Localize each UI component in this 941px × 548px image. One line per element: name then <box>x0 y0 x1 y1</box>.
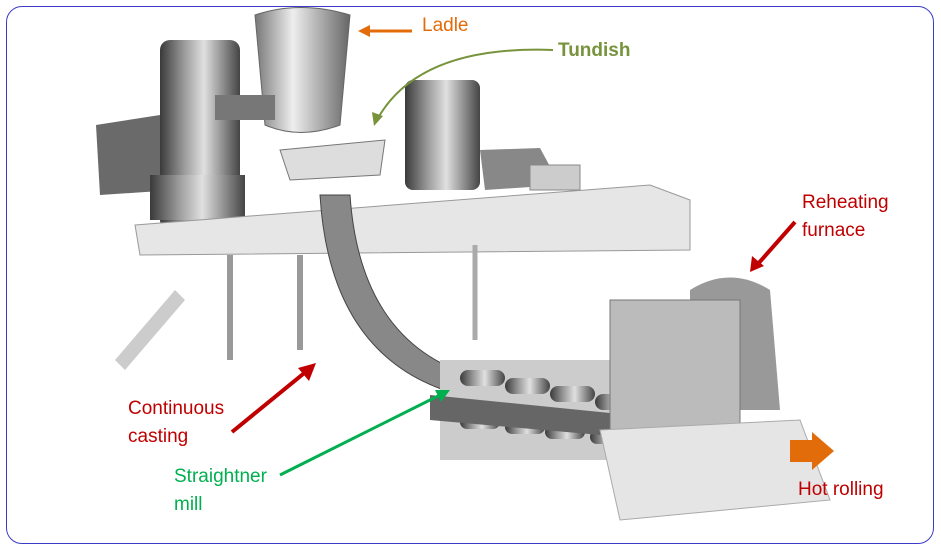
label-reheating-furnace: Reheating furnace <box>802 189 889 245</box>
platform <box>115 184 691 370</box>
label-reheating-line1: Reheating <box>802 192 889 213</box>
continuous-casting-arrow <box>230 368 310 434</box>
ladle-vessel <box>215 7 351 133</box>
left-turret <box>96 40 245 230</box>
label-tundish: Tundish <box>558 40 631 61</box>
reheating-arrow <box>755 220 797 267</box>
label-ladle: Ladle <box>422 15 469 36</box>
reheating-furnace <box>599 277 831 521</box>
label-continuous-casting: Continuous casting <box>128 395 224 451</box>
label-continuous-line1: Continuous <box>128 398 225 419</box>
hot-rolling-arrow <box>790 432 834 470</box>
label-reheating-line2: furnace <box>802 220 866 241</box>
diagram-frame <box>6 6 934 544</box>
label-continuous-line2: casting <box>128 426 189 447</box>
label-straightner-mill: Straightner mill <box>174 463 267 519</box>
tundish-vessel <box>279 139 386 181</box>
label-straightner-line2: mill <box>174 494 203 515</box>
label-straightner-line1: Straightner <box>174 466 267 487</box>
tundish-arrow <box>377 48 554 119</box>
straightner-arrow <box>279 393 441 477</box>
annotation-arrows <box>230 25 834 477</box>
right-turret <box>405 80 581 191</box>
label-hot-rolling: Hot rolling <box>798 479 884 500</box>
